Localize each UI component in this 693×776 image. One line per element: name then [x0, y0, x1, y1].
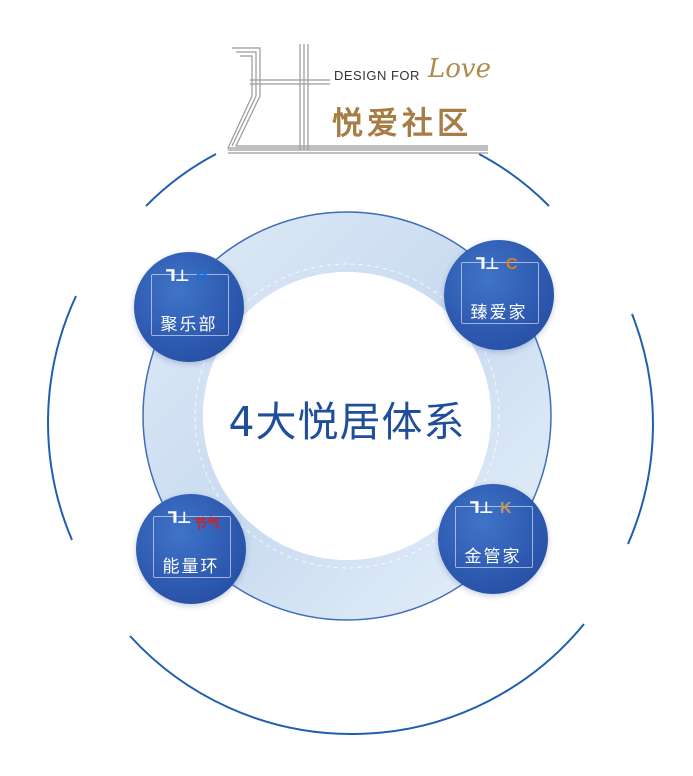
node-tag: C	[506, 256, 518, 273]
node-label: 聚乐部	[160, 315, 218, 335]
node-label: 金管家	[464, 547, 522, 567]
node-frame	[153, 516, 231, 578]
main-ring-outer-edge	[142, 211, 552, 621]
node-club[interactable]: ⅂⊥ H 聚乐部	[134, 252, 244, 362]
logo-mark	[227, 44, 488, 154]
logo-brand-name: 悦爱社区	[332, 106, 472, 142]
node-frame	[455, 506, 533, 568]
logo-mark-icon: ⅂⊥	[168, 508, 192, 527]
node-energy[interactable]: ⅂⊥ 节气 能量环	[136, 494, 246, 604]
node-frame	[461, 262, 539, 324]
outer-arc-top-left	[145, 153, 217, 207]
node-tag: 节气	[194, 516, 221, 531]
outer-arc-bottom	[129, 623, 585, 735]
logo-mark-icon: ⅂⊥	[476, 254, 500, 273]
inner-dashed-ring	[194, 263, 500, 569]
node-label: 能量环	[162, 557, 220, 577]
node-label: 臻爱家	[470, 303, 528, 323]
node-tag: H	[196, 268, 208, 285]
outer-arc-left	[47, 295, 77, 541]
node-steward[interactable]: ⅂⊥ K 金管家	[438, 484, 548, 594]
node-family[interactable]: ⅂⊥ C 臻爱家	[444, 240, 554, 350]
logo-design-for: DESIGN FOR	[334, 68, 420, 83]
outer-arc-top-right	[478, 153, 550, 207]
node-frame	[151, 274, 229, 336]
logo-love: Love	[428, 54, 491, 84]
outer-arc-right	[627, 313, 654, 545]
outer-arcs	[47, 153, 654, 735]
main-ring	[143, 212, 551, 620]
logo-mark-icon: ⅂⊥	[166, 266, 190, 285]
node-tag: K	[500, 500, 512, 517]
logo-mark-icon: ⅂⊥	[470, 498, 494, 517]
inner-disc	[203, 272, 491, 560]
center-title: 4大悦居体系	[228, 398, 466, 446]
